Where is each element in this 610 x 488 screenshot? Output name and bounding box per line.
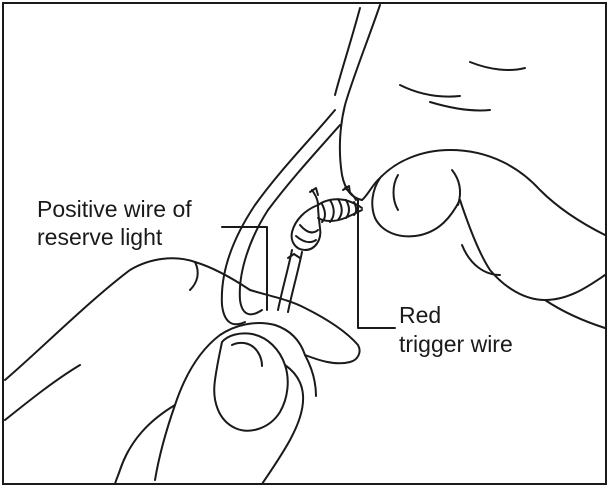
trigger-wire-label-line1: Red <box>399 302 441 328</box>
positive-wire-label-line1: Positive wire of <box>37 196 192 222</box>
positive-wire-label-line2: reserve light <box>37 224 163 250</box>
trigger-wire-label-line2: trigger wire <box>399 331 513 357</box>
loop-wire <box>222 110 340 324</box>
positive-wire-leader <box>222 227 267 310</box>
lower-hand <box>5 258 360 484</box>
upper-hand <box>335 5 605 328</box>
